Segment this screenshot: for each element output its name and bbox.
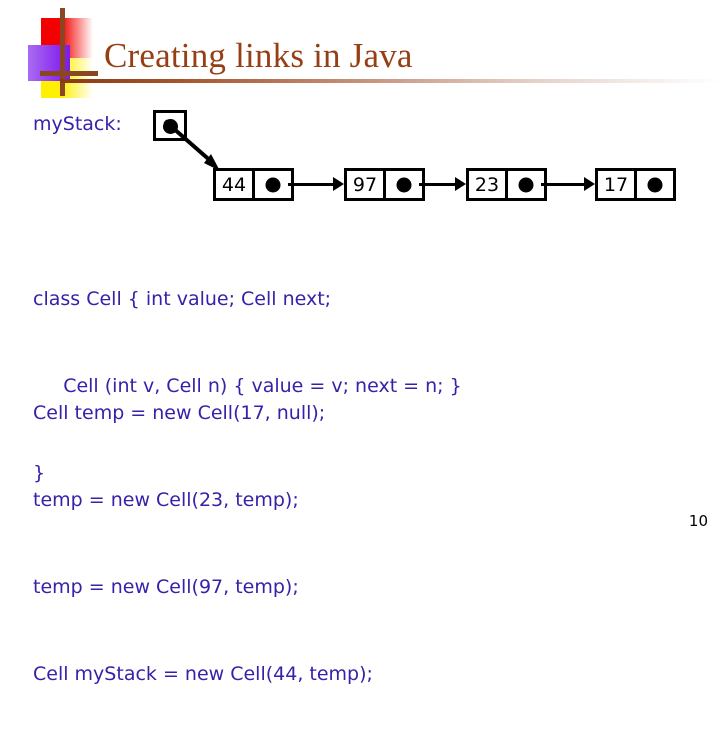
list-cell-3: 17 [595,168,676,201]
slide-title: Creating links in Java [104,36,413,75]
list-cell-1: 97 [344,168,425,201]
code-line: Cell (int v, Cell n) { value = v; next =… [33,375,462,397]
code-line: Cell myStack = new Cell(44, temp); [33,663,373,685]
list-cell-0: 44 [213,168,294,201]
link-arrowhead-2 [584,177,595,191]
list-cell-2: 23 [466,168,547,201]
page-number: 10 [688,512,708,530]
cell-next-dot-0 [265,177,281,192]
code-line: } [33,462,46,484]
cell-value-0: 44 [216,171,255,198]
slide-canvas: Creating links in Java myStack: 44 97 23 [28,8,720,685]
code-block-class-definition: class Cell { int value; Cell next; Cell … [33,227,462,546]
cell-value-1: 97 [347,171,386,198]
title-underline-rule [60,79,720,83]
cell-next-0 [255,171,291,198]
cell-next-dot-1 [396,177,412,192]
variable-label-mystack: myStack: [33,113,122,135]
link-line-1 [419,183,455,186]
code-line: temp = new Cell(23, temp); [33,489,299,511]
logo-horizontal-bar [40,71,98,76]
cell-next-3 [637,171,673,198]
link-line-0 [288,183,333,186]
cell-next-2 [508,171,544,198]
cell-next-dot-2 [518,177,534,192]
mystack-to-cell-arrow [163,119,220,171]
link-line-2 [541,183,584,186]
cell-value-2: 23 [469,171,508,198]
cell-next-dot-3 [647,177,663,192]
cell-next-1 [386,171,422,198]
code-line: temp = new Cell(97, temp); [33,576,299,598]
code-line: class Cell { int value; Cell next; [33,288,332,310]
decorative-logo [28,8,98,98]
link-arrowhead-1 [455,177,466,191]
link-arrowhead-0 [333,177,344,191]
code-block-construction: Cell temp = new Cell(17, null); temp = n… [33,341,373,747]
cell-value-3: 17 [598,171,637,198]
code-line: Cell temp = new Cell(17, null); [33,402,326,424]
logo-vertical-bar [60,8,65,96]
